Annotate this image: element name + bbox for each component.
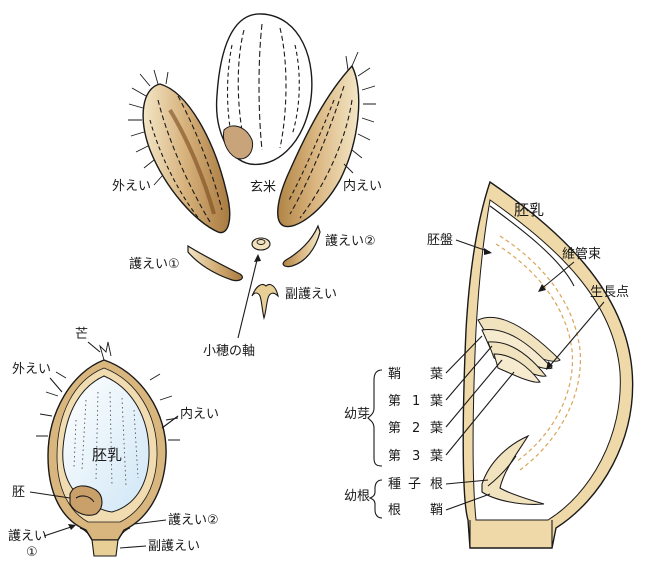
svg-text:葉: 葉 <box>430 421 443 436</box>
label-goei1-section-b: ① <box>26 545 38 560</box>
svg-text:鞘: 鞘 <box>430 503 443 518</box>
brace-yoga <box>368 370 382 466</box>
spikelet-parts: 玄米 外えい 内えい 護えい① 護えい② <box>112 14 382 359</box>
label-nogi: 芒 <box>75 326 88 342</box>
svg-text:第: 第 <box>388 449 401 464</box>
label-goei1-top: 護えい① <box>129 256 180 272</box>
svg-text:第: 第 <box>388 394 401 409</box>
label-haiban: 胚盤 <box>427 233 453 248</box>
svg-text:葉: 葉 <box>430 394 443 409</box>
sterile-lemma-1 <box>188 246 242 281</box>
rachilla-node <box>252 238 270 250</box>
label-yokon: 幼根 <box>344 489 370 504</box>
svg-text:子: 子 <box>408 477 421 492</box>
label-hainyu-embryo: 胚乳 <box>514 201 544 219</box>
label-goei2-section: 護えい② <box>168 512 219 528</box>
arrow-shosuijiku <box>238 256 258 338</box>
svg-text:葉: 葉 <box>430 367 443 382</box>
label-ikansoku: 維管束 <box>562 247 601 262</box>
lemma-outer <box>128 70 230 233</box>
label-gaiei-top: 外えい <box>112 179 151 194</box>
label-yoga: 幼芽 <box>344 407 370 422</box>
label-genmai: 玄米 <box>250 180 276 195</box>
svg-text:葉: 葉 <box>430 449 443 464</box>
svg-text:1: 1 <box>412 394 420 409</box>
svg-text:鞘: 鞘 <box>388 367 401 382</box>
label-shosuijiku: 小穂の軸 <box>203 344 255 359</box>
rudimentary-glume <box>252 284 278 318</box>
label-seichoten: 生長点 <box>590 285 629 300</box>
label-naiei-top: 内えい <box>343 178 382 194</box>
svg-text:3: 3 <box>412 449 420 464</box>
label-gaiei-section: 外えい <box>12 362 51 377</box>
svg-text:2: 2 <box>412 421 420 436</box>
grain-section: 芒 外えい 内えい 胚乳 胚 護えい ① 護えい② 副護えい <box>8 326 219 560</box>
svg-text:種: 種 <box>388 476 401 492</box>
label-hainyu-section: 胚乳 <box>92 446 122 464</box>
svg-text:根: 根 <box>430 477 443 492</box>
svg-text:根: 根 <box>388 503 401 518</box>
section-rachilla <box>92 540 118 556</box>
brown-rice-grain <box>217 14 312 165</box>
label-fukugoei-top: 副護えい <box>285 286 337 302</box>
label-hai: 胚 <box>12 485 25 500</box>
sterile-lemma-2 <box>283 226 320 267</box>
label-naiei-section: 内えい <box>180 406 219 422</box>
label-goei2-top: 護えい② <box>325 233 376 249</box>
svg-text:第: 第 <box>388 421 401 436</box>
brace-yokon <box>370 480 382 518</box>
embryo-detail: 胚乳 胚盤 維管束 生長点 幼芽 鞘 葉 第 1 葉 第 2 葉 <box>344 182 633 548</box>
label-fukugoei-section: 副護えい <box>148 538 200 554</box>
label-goei1-section-a: 護えい <box>8 528 47 544</box>
